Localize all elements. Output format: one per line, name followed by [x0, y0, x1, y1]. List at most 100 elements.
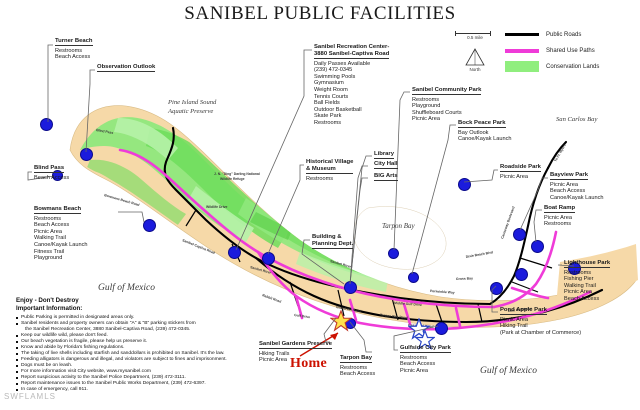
list-item: Canoe/Kayak Launch	[34, 241, 88, 248]
marker-lighthouse-park[interactable]	[568, 262, 581, 275]
list-item: Picnic Area	[564, 289, 592, 296]
list-item: Picnic Area	[544, 214, 572, 221]
callout-title-library: Library	[374, 151, 394, 160]
marker-turner-beach[interactable]	[40, 118, 53, 131]
callout-list-tarpon-bay: Restrooms Beach Access	[340, 365, 375, 378]
north-arrow-label: North	[469, 67, 481, 72]
callout-title-bowmans-beach: Bowmans Beach	[34, 206, 82, 215]
legend-swatch-public-roads	[505, 33, 539, 36]
info-bullet: Sanibel residents and property owners ca…	[16, 321, 231, 327]
svg-text:Dixie Beach Blvd: Dixie Beach Blvd	[465, 250, 493, 259]
list-item: Restrooms	[34, 215, 62, 222]
scale-bar-label: 0.5 mile	[467, 35, 483, 40]
list-item: Beach Access	[340, 371, 376, 378]
marker-sanibel-community-park[interactable]	[388, 248, 399, 259]
list-item: Fishing Pier	[564, 276, 594, 283]
list-item: Restrooms	[55, 47, 83, 54]
info-title-line1: Enjoy - Don't Destroy	[16, 297, 79, 304]
callout-title-historical-village-line1: Historical Village	[306, 159, 354, 165]
callout-title-boat-ramp: Boat Ramp	[544, 205, 576, 214]
list-item: Restrooms	[340, 364, 368, 371]
legend-label-shared-use-paths: Shared Use Paths	[546, 47, 595, 54]
callout-title-tarpon-bay: Tarpon Bay	[340, 355, 372, 364]
water-label-tarpon-bay: Tarpon Bay	[382, 222, 415, 230]
list-item: Restrooms	[412, 96, 440, 103]
home-pointer-arrow	[299, 332, 339, 357]
marker-blind-pass[interactable]	[52, 170, 63, 181]
callout-title-historical-village-line2: & Museum	[306, 166, 354, 175]
list-item: Weight Room	[314, 87, 348, 94]
list-item: Walking Trail	[564, 282, 596, 289]
marker-sanibel-recreation-center[interactable]	[228, 246, 241, 259]
info-bullet-list: Public Parking is permitted in designate…	[16, 315, 231, 393]
star-tarpon-bay[interactable]	[330, 310, 352, 332]
list-item: Playground	[412, 103, 441, 110]
list-item: Playground	[34, 255, 63, 262]
callout-title-big-arts: BIG Arts	[374, 173, 398, 182]
info-bullet: The taking of live shells including star…	[16, 351, 231, 357]
list-item: Picnic Area	[550, 181, 578, 188]
svg-text:Tarpon Bay Road: Tarpon Bay Road	[380, 313, 408, 320]
list-item: Bay Outlook	[458, 129, 489, 136]
callout-title-observation-outlook: Observation Outlook	[97, 64, 156, 73]
info-bullet: For more information visit City website,…	[16, 369, 231, 375]
callout-lighthouse-park: Lighthouse Park Restrooms Fishing Pier W…	[564, 260, 611, 303]
list-item: Fitness Trail	[34, 248, 65, 255]
marker-pond-apple-park[interactable]	[490, 282, 503, 295]
svg-text:East Gulf Drive: East Gulf Drive	[508, 306, 533, 313]
info-bullet: In case of emergency, call 911.	[16, 387, 231, 393]
list-item: Ball Fields	[314, 100, 340, 107]
marker-east-gulf-marker[interactable]	[515, 268, 528, 281]
home-label: Home	[290, 356, 327, 371]
callout-list-lighthouse-park: Restrooms Fishing Pier Walking Trail Pic…	[564, 270, 610, 303]
svg-text:Island Inn Road: Island Inn Road	[336, 305, 362, 313]
callout-list-turner-beach: Restrooms Beach Access	[55, 48, 93, 61]
info-bullet-continuation: the Sanibel Recreation Center, 3880 Sani…	[25, 326, 191, 332]
callout-sanibel-gardens-preserve: Sanibel Gardens Preserve Hiking Trails P…	[259, 341, 333, 364]
svg-text:Rabbit Road: Rabbit Road	[262, 293, 282, 304]
marker-roadside-park[interactable]	[458, 178, 471, 191]
callout-bowmans-beach: Bowmans Beach Restrooms Beach Access Pic…	[34, 206, 88, 262]
svg-text:J. N. "Ding" Darling National: J. N. "Ding" Darling National	[214, 172, 260, 176]
marker-bowmans-beach[interactable]	[143, 219, 156, 232]
callout-title-city-hall: City Hall	[374, 161, 398, 170]
legend-swatch-shared-use-paths	[505, 48, 539, 53]
info-title-line2: Important Information:	[16, 305, 83, 313]
marker-boat-ramp[interactable]	[531, 240, 544, 253]
water-label-gulf-of-mexico-west: Gulf of Mexico	[98, 283, 155, 293]
list-item: Beach Access	[34, 174, 70, 181]
callout-list-pond-apple-park: Picnic Area Hiking Trail (Park at Chambe…	[500, 317, 581, 337]
callout-bock-peace-park: Bock Peace Park Bay Outlook Canoe/Kayak …	[458, 120, 512, 143]
callout-list-roadside-park: Picnic Area	[500, 174, 541, 181]
scale-bar: 0.5 mile	[455, 31, 495, 40]
star-gulfside-secondary[interactable]	[415, 330, 435, 350]
star-gulfside-city-park[interactable]	[408, 318, 430, 340]
info-bullet: Report suspicious activity to the Sanibe…	[16, 375, 231, 381]
info-bullet: Know and abide by Florida's fishing regu…	[16, 345, 231, 351]
svg-text:Wildlife Drive: Wildlife Drive	[206, 205, 228, 209]
callout-gulfside-city-park: Gulfside City Park Restrooms Beach Acces…	[400, 345, 451, 374]
callout-title-gulfside-city-park: Gulfside City Park	[400, 345, 451, 354]
legend-item-shared-use-paths: Shared Use Paths	[505, 44, 637, 57]
marker-gulfside-city-park[interactable]	[435, 322, 448, 335]
marker-bock-peace-park[interactable]	[408, 272, 419, 283]
legend-label-public-roads: Public Roads	[546, 31, 582, 38]
list-item: Restrooms	[564, 269, 592, 276]
callout-library: Library	[374, 151, 394, 161]
list-item: Outdoor Basketball	[314, 106, 362, 113]
callout-big-arts: BIG Arts	[374, 173, 398, 183]
list-item: Picnic Area	[500, 316, 528, 323]
watermark: SWFLAMLS	[4, 392, 57, 401]
svg-text:Periwinkle Way: Periwinkle Way	[430, 289, 455, 295]
list-item: Gymnasium	[314, 80, 344, 87]
marker-bayview-park[interactable]	[513, 228, 526, 241]
list-item: Hiking Trails	[259, 350, 290, 357]
callout-list-historical-village-museum: Restrooms	[306, 176, 353, 183]
list-item: (Park at Chamber of Commerce)	[500, 329, 582, 336]
callout-list-sanibel-gardens-preserve: Hiking Trails Picnic Area	[259, 351, 332, 364]
callout-sanibel-recreation-center: Sanibel Recreation Center- 3880 Sanibel-…	[314, 44, 390, 127]
list-item: (239) 472-0345	[314, 67, 353, 74]
list-item: Picnic Area	[500, 173, 528, 180]
north-arrow: North	[463, 48, 487, 72]
